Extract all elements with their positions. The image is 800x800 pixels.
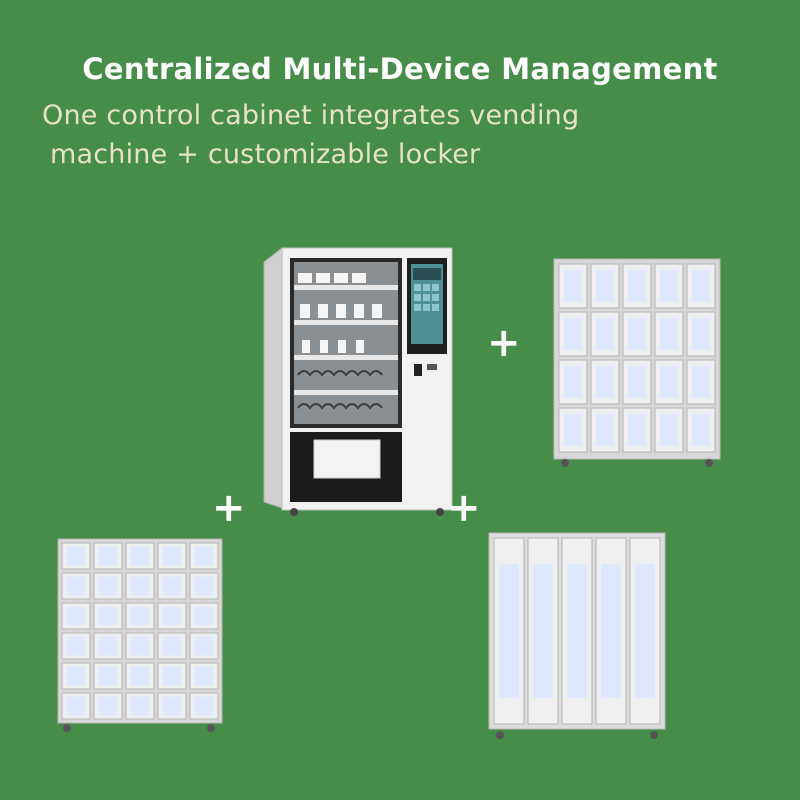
locker-door-window (99, 546, 117, 566)
locker-door-window (628, 270, 646, 302)
locker-door-window (195, 546, 213, 566)
locker-door-window (163, 606, 181, 626)
locker-door-window (567, 564, 587, 698)
locker-20-door-image (553, 258, 721, 470)
locker-door-window (596, 270, 614, 302)
locker-door-window (635, 564, 655, 698)
locker-door-window (99, 666, 117, 686)
locker-door-window (163, 576, 181, 596)
locker-door-window (660, 414, 678, 446)
locker-door-window (195, 696, 213, 716)
locker-door-window (99, 636, 117, 656)
locker-door-window (67, 546, 85, 566)
locker-door-window (628, 318, 646, 350)
locker-door-window (660, 270, 678, 302)
locker-door-window (195, 606, 213, 626)
locker-door-window (67, 666, 85, 686)
locker-door-window (660, 318, 678, 350)
locker-door-window (195, 636, 213, 656)
locker-door-window (195, 576, 213, 596)
locker-door-window (67, 636, 85, 656)
locker-door-window (131, 636, 149, 656)
locker-door-window (601, 564, 621, 698)
locker-door-window (628, 414, 646, 446)
locker-door-window (163, 666, 181, 686)
locker-door-window (131, 666, 149, 686)
locker-door-window (564, 318, 582, 350)
locker-door-window (564, 366, 582, 398)
subtitle-line-1: One control cabinet integrates vending (42, 100, 580, 131)
locker-door-window (596, 366, 614, 398)
locker-door-window (692, 414, 710, 446)
subtitle-line-2: machine + customizable locker (50, 139, 481, 170)
locker-door-window (131, 546, 149, 566)
locker-door-window (163, 636, 181, 656)
vending-machine-image (262, 240, 454, 520)
locker-door-window (163, 546, 181, 566)
locker-door-window (131, 576, 149, 596)
locker-door-window (564, 414, 582, 446)
locker-door-window (628, 366, 646, 398)
locker-door-window (163, 696, 181, 716)
locker-door-window (533, 564, 553, 698)
locker-door-window (195, 666, 213, 686)
locker-door-window (67, 576, 85, 596)
locker-door-window (564, 270, 582, 302)
locker-door-window (499, 564, 519, 698)
locker-door-window (67, 696, 85, 716)
page-title: Centralized Multi-Device Management (82, 52, 718, 86)
locker-door-window (660, 366, 678, 398)
plus-icon: + (487, 320, 521, 366)
locker-door-window (99, 576, 117, 596)
locker-30-door-image (57, 538, 223, 738)
locker-door-window (99, 606, 117, 626)
locker-door-window (692, 318, 710, 350)
locker-5-tall-door-image (488, 532, 666, 744)
locker-door-window (596, 318, 614, 350)
locker-door-window (131, 696, 149, 716)
locker-door-window (131, 606, 149, 626)
locker-door-window (692, 270, 710, 302)
locker-door-window (99, 696, 117, 716)
locker-door-window (692, 366, 710, 398)
locker-door-window (596, 414, 614, 446)
plus-icon: + (447, 485, 481, 531)
plus-icon: + (212, 485, 246, 531)
locker-door-window (67, 606, 85, 626)
